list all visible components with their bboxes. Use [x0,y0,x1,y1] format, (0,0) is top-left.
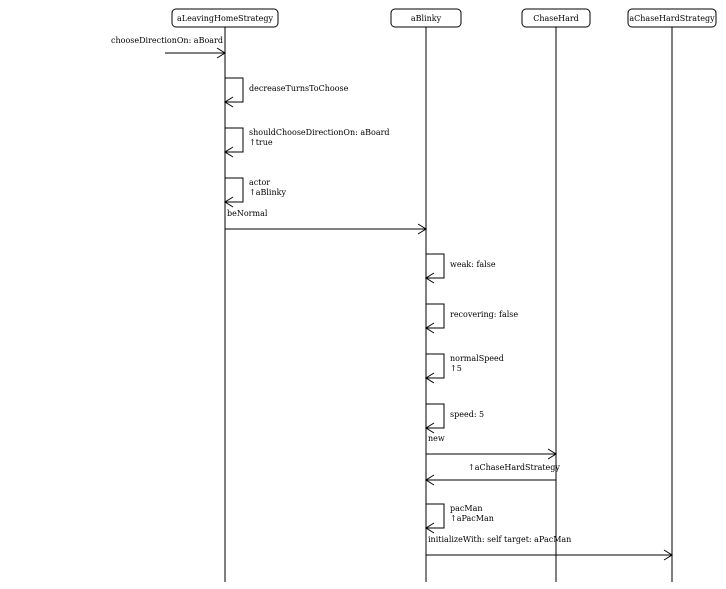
message-label: new [428,434,445,443]
participant-box [627,8,717,28]
message-4: actor↑aBlinky [224,177,286,208]
arrowhead [547,448,557,460]
message-label: speed: 5 [450,410,484,419]
message-label: ↑5 [450,364,462,373]
participant-leaving: aLeavingHomeStrategy [171,8,279,582]
self-call-loop [225,177,244,203]
arrowhead [425,272,435,284]
participant-box [390,8,462,28]
self-call-loop [225,127,244,153]
arrowhead [425,422,435,434]
arrowhead [224,196,234,208]
arrowhead [425,522,435,534]
message-7: recovering: false [425,303,518,334]
message-label: ↑aChaseHardStrategy [468,463,560,472]
arrowhead [417,223,427,235]
message-label: recovering: false [450,310,518,319]
message-1: chooseDirectionOn: aBoard [111,36,226,59]
self-call-loop [225,77,244,103]
participant-box [171,8,279,28]
participant-label: ChaseHard [533,14,579,23]
arrowhead [425,474,435,486]
arrowhead [425,322,435,334]
participant-chasestrat: aChaseHardStrategy [627,8,717,582]
participant-box [521,8,591,28]
message-label: shouldChooseDirectionOn: aBoard [249,128,390,137]
message-label: actor [249,178,270,187]
arrowhead [663,549,673,561]
message-6: weak: false [425,253,496,284]
arrowhead [425,372,435,384]
message-label: decreaseTurnsToChoose [249,84,349,93]
participant-label: aChaseHardStrategy [629,14,715,23]
self-call-loop [426,303,445,329]
message-label: ↑true [249,138,273,147]
message-label: ↑aPacMan [450,514,494,523]
self-call-loop [426,503,445,529]
message-label: pacMan [450,504,482,513]
message-10: new [426,434,557,460]
participant-blinky: aBlinky [390,8,462,582]
self-call-loop [426,253,445,279]
message-8: normalSpeed↑5 [425,353,504,384]
message-label: weak: false [450,260,496,269]
message-label: beNormal [227,209,268,218]
message-2: decreaseTurnsToChoose [224,77,349,108]
message-label: ↑aBlinky [249,188,286,197]
participant-chasehard: ChaseHard [521,8,591,582]
participant-label: aBlinky [411,14,442,23]
arrowhead [216,47,226,59]
message-11: ↑aChaseHardStrategy [425,463,560,486]
message-12: pacMan↑aPacMan [425,503,494,534]
message-9: speed: 5 [425,403,484,434]
message-3: shouldChooseDirectionOn: aBoard↑true [224,127,390,158]
self-call-loop [426,403,445,429]
arrowhead [224,96,234,108]
self-call-loop [426,353,445,379]
message-label: normalSpeed [450,354,504,363]
message-5: beNormal [225,209,427,235]
arrowhead [224,146,234,158]
participant-label: aLeavingHomeStrategy [177,14,273,23]
message-label: initializeWith: self target: aPacMan [428,535,571,544]
message-13: initializeWith: self target: aPacMan [426,535,673,561]
message-label: chooseDirectionOn: aBoard [111,36,223,45]
